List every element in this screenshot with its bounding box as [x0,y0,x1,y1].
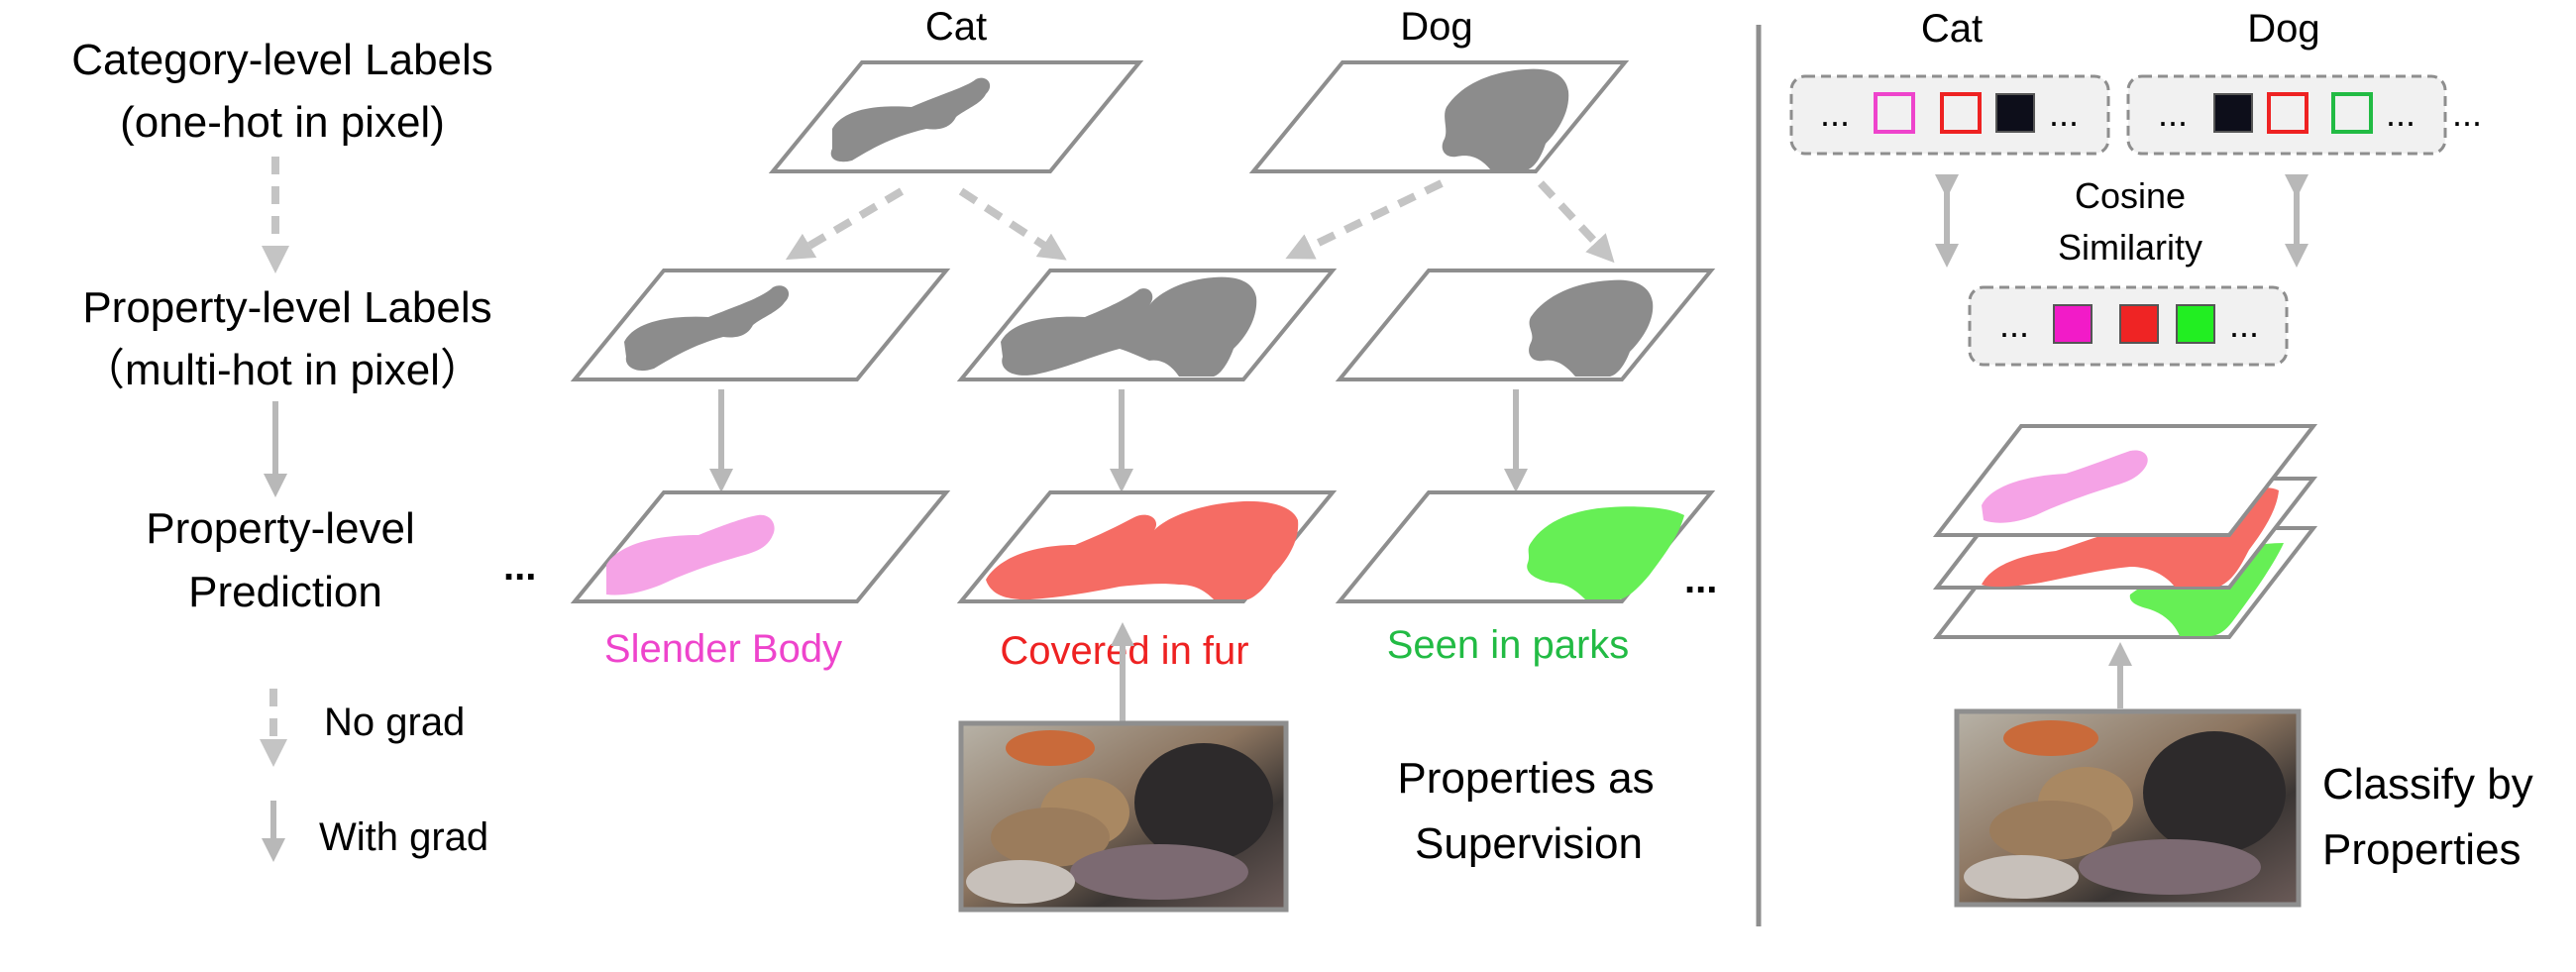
no-grad-arrow-cat-2 [958,187,1067,261]
dog-property-vector: ... ... [2126,74,2447,156]
prediction-plane-covered-in-fur [956,490,1338,603]
right-dog-label: Dog [2247,7,2319,51]
no-grad-arrow-dog-1 [1285,179,1444,260]
cat-category-plane [768,60,1144,173]
prediction-plane-slender-body [570,490,951,603]
pred-vector-ellipsis-left: ... [1999,304,2029,345]
right-caption-line1: Classify by [2322,760,2533,809]
cat-property-vector: ... ... [1789,74,2110,156]
prediction-title: Property-level [146,504,414,553]
cat-vector-ellipsis-left: ... [1820,93,1850,134]
property-label-plane-1 [570,269,951,381]
cat-vector-ellipsis-right: ... [2049,93,2079,134]
pred-vector-ellipsis-right: ... [2229,304,2259,345]
legend-with-grad-label: With grad [319,815,488,859]
category-labels-title: Category-level Labels [71,36,493,84]
category-labels-subtitle: (one-hot in pixel) [120,98,445,147]
right-cat-label: Cat [1921,7,1983,51]
no-grad-arrow-cat-1 [785,187,905,261]
cosine-label-line2: Similarity [2058,227,2202,268]
input-photo-right [1954,708,2302,908]
legend-no-grad-label: No grad [324,701,465,744]
dog-vector-ellipsis-right: ... [2386,93,2415,134]
right-caption-line2: Properties [2322,825,2522,874]
prediction-plane-seen-in-parks [1335,490,1716,603]
property-label-slender-body: Slender Body [604,627,842,671]
property-label-seen-in-parks: Seen in parks [1387,623,1630,667]
prediction-subtitle: Prediction [188,568,382,616]
no-grad-arrow-dog-2 [1538,180,1615,264]
vector-ellipsis-outer: ... [2452,93,2482,134]
stacked-pink-plane [1932,424,2318,537]
cosine-label-line1: Cosine [2075,175,2186,216]
property-labels-title: Property-level Labels [82,283,491,332]
left-ellipsis: ... [503,545,536,589]
property-label-plane-3 [1335,269,1716,381]
dog-vector-ellipsis-left: ... [2158,93,2188,134]
left-caption-line2: Supervision [1415,819,1643,868]
dog-category-plane [1248,60,1630,173]
property-labels-subtitle: （multi-hot in pixel） [81,346,483,394]
left-caption-line1: Properties as [1397,754,1654,803]
right-ellipsis: ... [1684,558,1717,601]
left-dog-label: Dog [1400,5,1472,49]
input-photo-left [958,720,1289,913]
property-label-plane-2 [956,269,1338,381]
predicted-property-vector: ... ... [1968,285,2289,367]
left-cat-label: Cat [925,5,987,49]
